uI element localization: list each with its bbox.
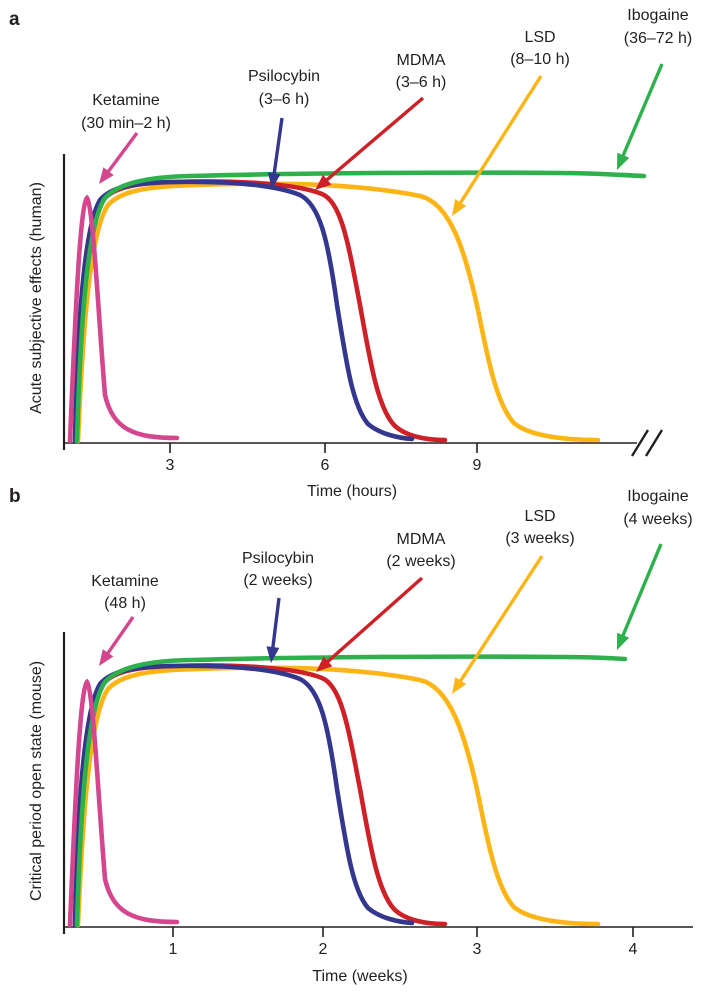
arrow-lsd-a-line xyxy=(455,75,543,209)
label-mdma-b-duration: (2 weeks) xyxy=(386,553,455,570)
label-ibogaine-b-name: Ibogaine xyxy=(627,488,688,505)
label-lsd-b-name: LSD xyxy=(524,508,555,525)
arrow-lsd-a xyxy=(452,75,543,216)
arrow-ketamine-b-head xyxy=(99,649,114,666)
arrow-mdma-a-head xyxy=(315,174,332,190)
arrow-ibogaine-b xyxy=(617,543,663,650)
label-ibogaine-a-name: Ibogaine xyxy=(627,7,688,24)
arrow-lsd-b-head xyxy=(452,677,467,694)
arrow-psilocybin-b-head xyxy=(266,646,280,663)
panel-b-tick-label-4: 4 xyxy=(629,941,638,958)
label-mdma-b-name: MDMA xyxy=(397,531,446,548)
label-ibogaine-a-duration: (36–72 h) xyxy=(624,30,693,47)
arrow-psilocybin-a-line xyxy=(271,117,284,180)
panel-a: a 3 6 9 Time (hours) Acute subjective ef… xyxy=(9,7,692,500)
label-mdma-a-name: MDMA xyxy=(397,52,446,69)
label-ketamine-b-duration: (48 h) xyxy=(104,595,146,612)
arrow-psilocybin-a xyxy=(267,117,284,189)
label-psilocybin-b-duration: (2 weeks) xyxy=(243,572,312,589)
label-mdma-a-duration: (3–6 h) xyxy=(396,74,447,91)
arrow-lsd-b xyxy=(452,555,544,694)
curve-mdma-b xyxy=(73,663,448,928)
label-ibogaine-b-duration: (4 weeks) xyxy=(623,511,692,528)
panel-a-x-axis-title: Time (hours) xyxy=(307,483,397,500)
panel-a-letter: a xyxy=(9,9,20,30)
panel-a-axis-break-slash-2 xyxy=(644,429,664,457)
panel-b-tick-label-1: 1 xyxy=(169,941,178,958)
panel-b-tick-label-3: 3 xyxy=(473,941,482,958)
curve-lsd-b xyxy=(75,665,601,928)
panel-a-axis-break-slash-1 xyxy=(630,429,650,457)
curve-ketamine-b xyxy=(67,678,180,928)
arrow-ketamine-a-head xyxy=(99,167,114,184)
arrow-psilocybin-b xyxy=(266,597,281,663)
label-psilocybin-a-name: Psilocybin xyxy=(248,68,320,85)
panel-a-y-axis-title: Acute subjective effects (human) xyxy=(28,182,45,414)
label-ketamine-a-duration: (30 min–2 h) xyxy=(81,115,171,132)
arrow-mdma-b-line xyxy=(322,576,424,667)
panel-b: b 1 2 3 4 Time (weeks) Critical period o… xyxy=(9,486,693,985)
arrow-ketamine-b-line xyxy=(103,616,135,659)
label-lsd-a-duration: (8–10 h) xyxy=(510,51,570,68)
label-ketamine-b-name: Ketamine xyxy=(91,573,159,590)
arrow-mdma-a-line xyxy=(321,96,425,185)
arrow-mdma-b-head xyxy=(316,656,333,672)
panel-a-tick-label-9: 9 xyxy=(473,457,482,474)
arrow-mdma-a xyxy=(315,96,425,190)
label-psilocybin-a-duration: (3–6 h) xyxy=(259,91,310,108)
arrow-ketamine-a-line xyxy=(103,131,139,178)
label-ketamine-a-name: Ketamine xyxy=(92,92,160,109)
panel-b-x-axis-title: Time (weeks) xyxy=(312,968,407,985)
curve-ibogaine-b xyxy=(74,654,628,928)
panel-a-tick-label-6: 6 xyxy=(321,457,330,474)
arrow-ibogaine-a-line xyxy=(619,63,664,162)
arrow-lsd-a-head xyxy=(452,199,467,216)
panel-a-tick-label-3: 3 xyxy=(166,457,175,474)
panel-b-letter: b xyxy=(9,486,21,507)
curve-lsd-a xyxy=(75,181,601,444)
arrow-ibogaine-a-head xyxy=(617,152,630,170)
arrow-ketamine-a xyxy=(99,131,139,184)
curve-ibogaine-a xyxy=(74,170,647,444)
arrow-psilocybin-a-head xyxy=(267,172,281,189)
arrow-ibogaine-a xyxy=(617,63,664,170)
arrow-psilocybin-b-line xyxy=(270,597,281,654)
panel-b-tick-label-2: 2 xyxy=(319,941,328,958)
panel-b-y-axis-title: Critical period open state (mouse) xyxy=(28,661,45,901)
curve-mdma-a xyxy=(73,179,448,444)
label-psilocybin-b-name: Psilocybin xyxy=(242,550,314,567)
curve-psilocybin-a xyxy=(72,179,415,444)
arrow-ibogaine-b-head xyxy=(617,632,630,650)
label-lsd-a-name: LSD xyxy=(524,29,555,46)
arrow-ketamine-b xyxy=(99,616,135,666)
label-lsd-b-duration: (3 weeks) xyxy=(505,530,574,547)
arrow-ibogaine-b-line xyxy=(619,543,663,642)
curve-psilocybin-b xyxy=(72,663,415,928)
arrow-mdma-b xyxy=(316,576,424,672)
arrow-lsd-b-line xyxy=(456,555,544,687)
curve-ketamine-a xyxy=(67,194,180,444)
